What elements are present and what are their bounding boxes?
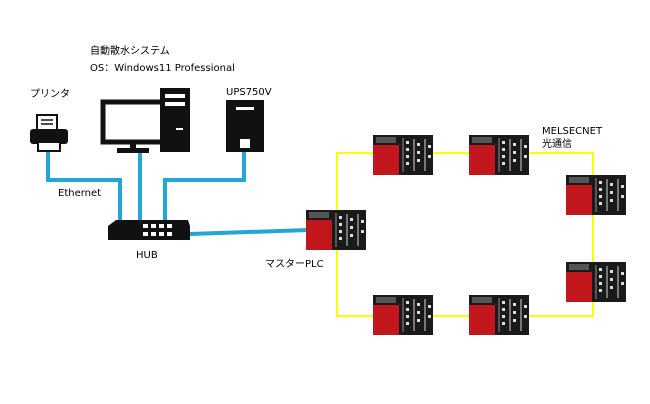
ethernet-cables	[46, 152, 309, 236]
plc-icon-top-left	[373, 135, 433, 175]
ups-icon	[226, 100, 264, 152]
plc-icon-right-lower	[566, 262, 626, 302]
printer-label: プリンタ	[30, 89, 70, 100]
printer-icon	[30, 114, 68, 152]
cable-hub-plc	[189, 228, 309, 236]
plc-icon-top-right	[469, 135, 529, 175]
optical-loop	[336, 152, 594, 317]
hub-label: HUB	[136, 250, 158, 261]
plc-icon-bottom-left	[373, 295, 433, 335]
ups-label: UPS750V	[226, 87, 272, 98]
plc-icon-right-upper	[566, 175, 626, 215]
system-name-label: 自動散水システム	[90, 46, 170, 57]
cable-ups-hub	[163, 152, 246, 226]
plc-icon-bottom-right	[469, 295, 529, 335]
desktop-pc-icon	[100, 88, 190, 153]
cable-printer-hub	[46, 152, 122, 226]
loop-lower	[336, 250, 594, 317]
ethernet-label: Ethernet	[58, 188, 102, 199]
os-label: OS：Windows11 Professional	[90, 63, 235, 74]
network-label-line2: 光通信	[542, 139, 572, 150]
network-label-line1: MELSECNET	[542, 126, 603, 137]
master-plc-label: マスターPLC	[265, 259, 324, 270]
hub-icon	[108, 220, 190, 240]
plc-icon-master	[306, 210, 366, 250]
loop-upper	[336, 152, 594, 210]
